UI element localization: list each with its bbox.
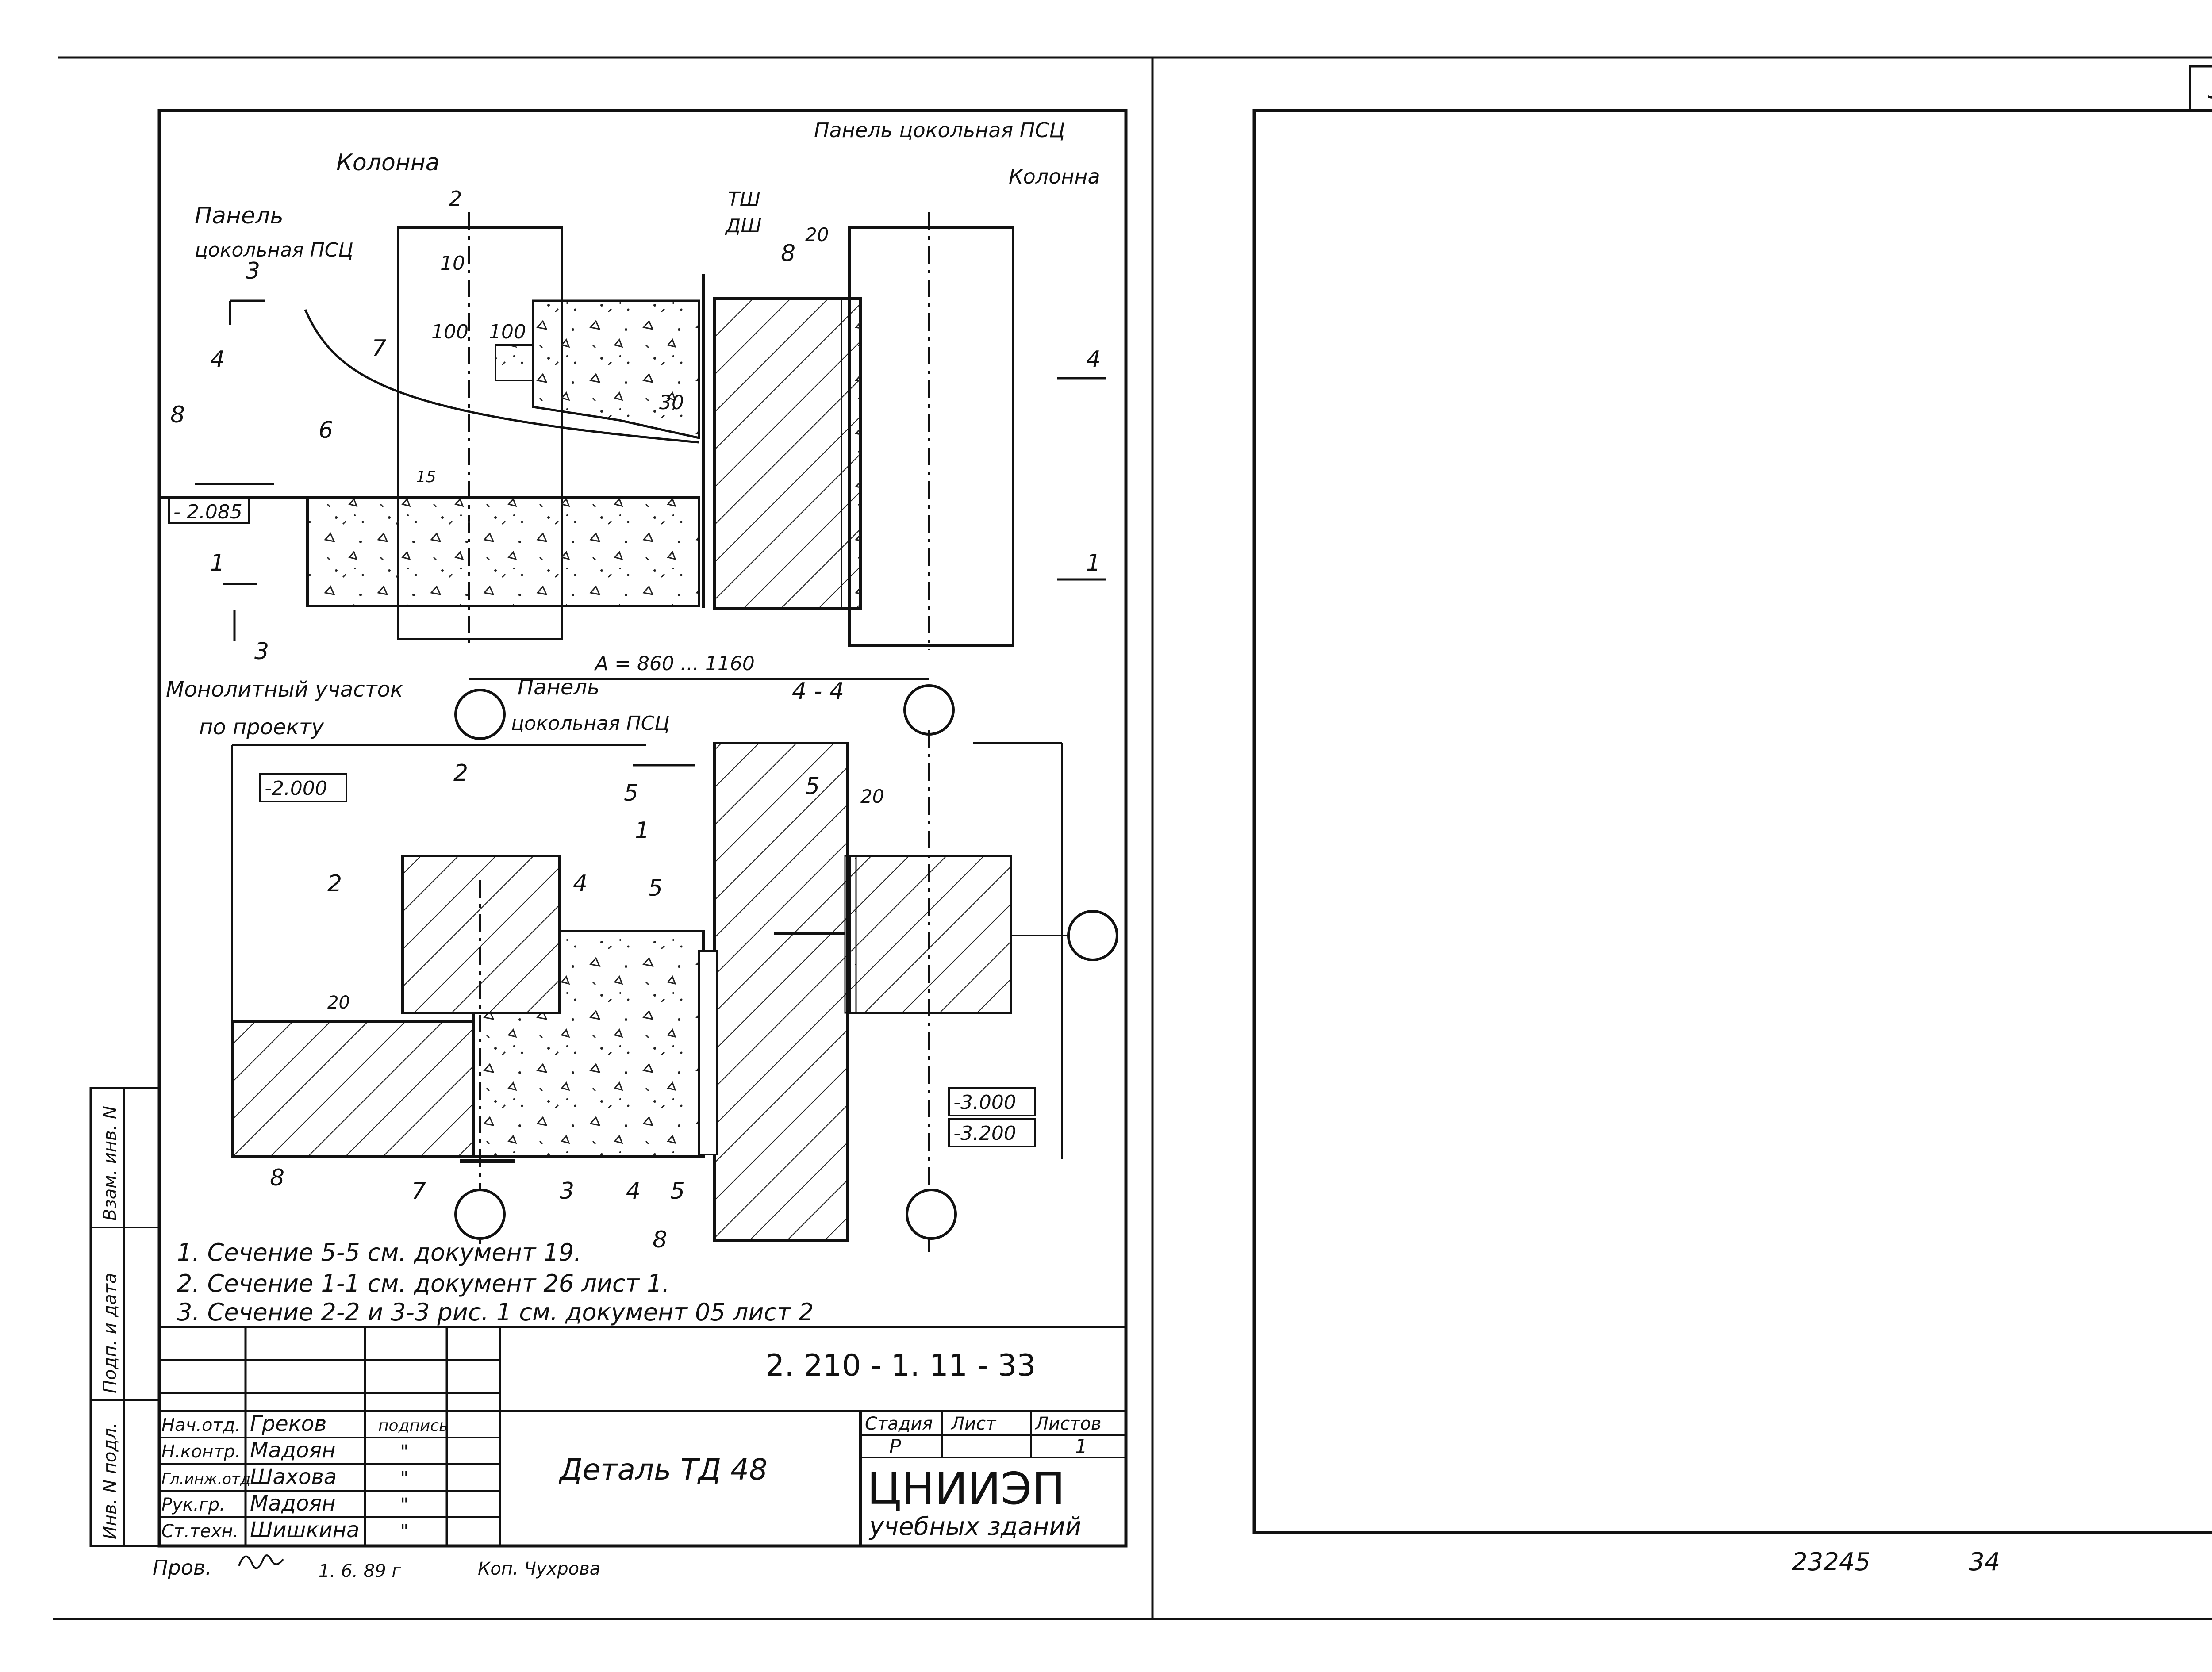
dim-2: 2 (449, 187, 462, 211)
section-4-4-detail (231, 730, 1118, 1256)
name-3: Шахова (250, 1465, 337, 1489)
label-panel-mid-2: цокольная ПСЦ (511, 712, 670, 735)
stage-value: Р (889, 1435, 901, 1458)
level-2085: - 2.085 (173, 501, 242, 523)
label-panel-top: Панель цокольная ПСЦ (814, 118, 1065, 142)
pos-5b: 5 (670, 1178, 685, 1204)
side-stamp-1: Инв. N подл. (100, 1423, 120, 1539)
pos-6: 6 (319, 417, 333, 444)
sign-5: " (400, 1521, 408, 1542)
right-frame (1252, 109, 2212, 1534)
checked-copy: Коп. Чухрова (478, 1559, 600, 1579)
sign-2: " (400, 1442, 408, 1462)
role-4: Рук.гр. (161, 1495, 225, 1515)
label-column-left: Колонна (336, 150, 440, 176)
label-panel-left-2: цокольная ПСЦ (195, 239, 353, 261)
level-3000: -3.000 (953, 1091, 1016, 1114)
sign-column-header: подпись (378, 1417, 448, 1435)
side-stamp-3: Взам. инв. N (100, 1106, 120, 1221)
sheet-value: 1 (1075, 1435, 1087, 1458)
note-3: 3. Сечение 2-2 и 3-3 рис. 1 см. документ… (177, 1298, 814, 1326)
role-3: Гл.инж.отд. (161, 1470, 255, 1488)
mark-4b: 4 (1086, 346, 1101, 373)
dim-10: 10 (440, 252, 465, 275)
pos-3: 3 (560, 1178, 574, 1204)
note-1: 1. Сечение 5-5 см. документ 19. (177, 1239, 581, 1266)
upper-plan-detail (159, 212, 1106, 740)
mark-5a: 5 (624, 780, 638, 806)
role-5: Ст.техн. (161, 1521, 238, 1542)
dim-a: А = 860 ... 1160 (594, 652, 755, 675)
pos-8a: 8 (781, 240, 795, 267)
side-stamp-2: Подп. и дата (100, 1273, 120, 1393)
label-panel-left-1: Панель (195, 203, 284, 229)
pos-2: 2 (327, 871, 342, 897)
left-frame (157, 109, 1128, 1548)
level-2000: -2.000 (265, 777, 327, 800)
dim-15: 15 (416, 468, 436, 486)
mark-1b: 1 (1086, 550, 1101, 576)
pos-1: 1 (635, 817, 649, 844)
organization-sub: учебных зданий (868, 1512, 1081, 1541)
page-number-box (2189, 65, 2212, 112)
pos-7b: 7 (411, 1178, 426, 1204)
stage-header: Стадия (865, 1414, 933, 1434)
mark-1a: 1 (210, 550, 225, 576)
mark-3b: 3 (254, 638, 269, 665)
label-panel-mid-1: Панель (518, 675, 599, 700)
drawing-title: Деталь ТД 48 (558, 1453, 768, 1487)
pos-4a: 4 (573, 871, 588, 897)
dim-30: 30 (659, 391, 684, 414)
note-2: 2. Сечение 1-1 см. документ 26 лист 1. (177, 1269, 670, 1297)
name-1: Греков (250, 1411, 326, 1436)
level-3200: -3.200 (953, 1122, 1016, 1145)
mark-4a: 4 (210, 346, 225, 373)
label-dsh: ДШ (725, 215, 761, 237)
pos-7: 7 (372, 335, 386, 362)
label-column-right: Колонна (1009, 165, 1100, 188)
sign-3: " (400, 1468, 408, 1488)
side-stamp (89, 1087, 161, 1547)
dim-20-left: 20 (327, 993, 350, 1013)
pos-8b: 8 (170, 402, 185, 428)
drawing-code: 2. 210 - 1. 11 - 33 (765, 1348, 1036, 1383)
pos-4b: 4 (626, 1178, 641, 1204)
pos-8c: 8 (270, 1165, 284, 1191)
signature-mark (238, 1554, 284, 1569)
organization: ЦНИИЭП (867, 1463, 1065, 1515)
mark-5b: 5 (805, 773, 820, 800)
sheets-header: Листов (1034, 1414, 1101, 1434)
dim-20-top: 20 (805, 224, 829, 245)
label-section-44: 4 - 4 (792, 678, 844, 705)
label-tsh: ТШ (728, 188, 760, 211)
name-5: Шишкина (250, 1518, 359, 1542)
bottom-number-left: 23245 (1792, 1548, 1870, 1576)
title-block (159, 1326, 1126, 1546)
dim-100a: 100 (431, 321, 469, 343)
role-1: Нач.отд. (161, 1415, 241, 1435)
dim-100b: 100 (489, 321, 526, 343)
checked-date: 1. 6. 89 г (319, 1561, 401, 1581)
pos-5a: 5 (648, 875, 663, 901)
sign-4: " (400, 1495, 408, 1515)
checked-label: Пров. (153, 1556, 212, 1580)
label-monolith-2: по проекту (199, 715, 324, 740)
name-4: Мадоян (250, 1491, 336, 1516)
role-2: Н.контр. (161, 1442, 241, 1462)
mark-3a: 3 (246, 258, 260, 284)
pos-8d: 8 (653, 1227, 667, 1253)
mark-2: 2 (453, 760, 468, 786)
name-2: Мадоян (250, 1438, 336, 1463)
dim-20-mid: 20 (860, 786, 884, 807)
label-monolith-1: Монолитный участок (166, 677, 403, 702)
sheet-header: Лист (950, 1414, 997, 1434)
bottom-number-right: 34 (1969, 1548, 2000, 1576)
page-number: 33 (2208, 73, 2212, 105)
